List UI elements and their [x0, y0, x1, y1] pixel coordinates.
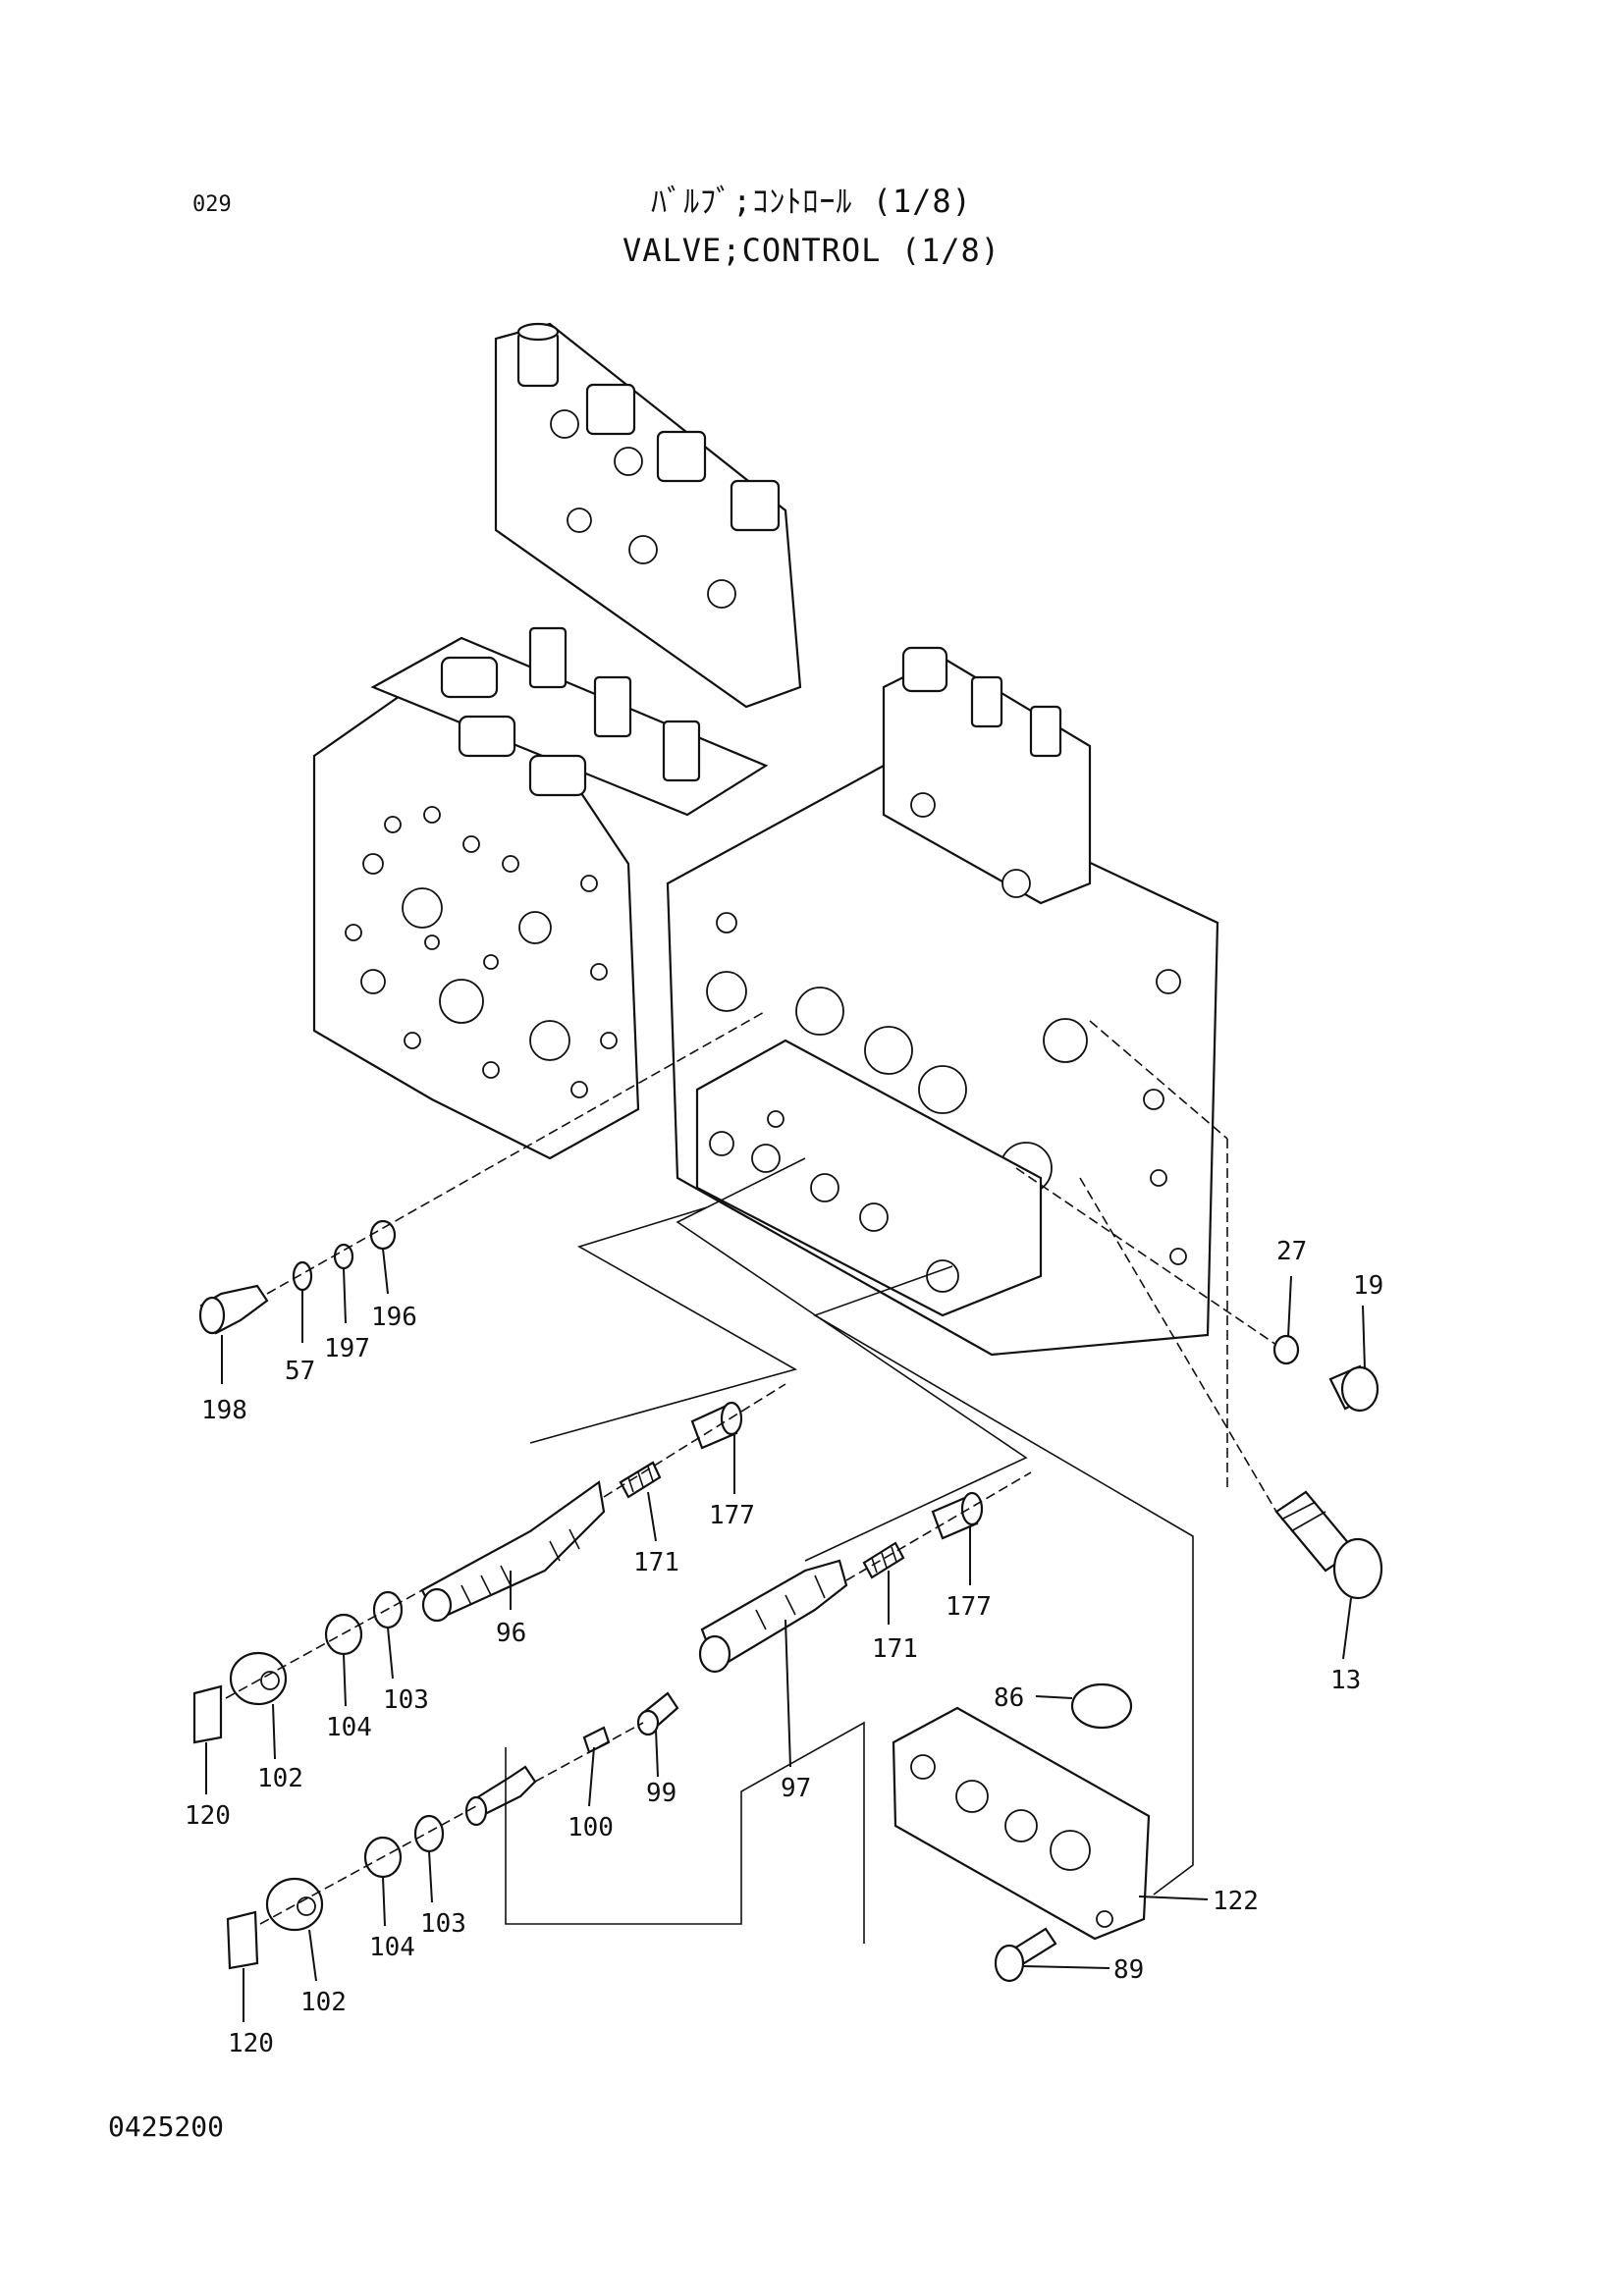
callout-99: 99	[646, 1779, 676, 1808]
title-english: VALVE;CONTROL (1/8)	[622, 232, 1001, 269]
part-171-spring-lower	[862, 1541, 905, 1579]
callout-171-lower: 171	[872, 1634, 918, 1664]
part-177-cap-lower	[931, 1491, 984, 1540]
callout-177-lower: 177	[946, 1592, 992, 1622]
part-96-spool	[420, 1480, 606, 1623]
callout-177-upper: 177	[709, 1501, 755, 1530]
callout-120-lower: 120	[228, 2029, 274, 2058]
callout-103-upper: 103	[383, 1685, 429, 1715]
part-120-seal-lower	[226, 1910, 259, 1970]
callout-102-lower: 102	[300, 1988, 347, 2017]
part-103-o-ring-lower	[413, 1814, 445, 1853]
callout-196: 196	[371, 1303, 417, 1332]
callout-122: 122	[1213, 1887, 1259, 1916]
title-japanese: ﾊﾞﾙﾌﾞ;ｺﾝﾄﾛｰﾙ (1/8)	[651, 183, 972, 220]
callout-104-upper: 104	[326, 1713, 372, 1742]
part-valve-stem	[464, 1765, 537, 1827]
part-196-sleeve	[369, 1219, 397, 1251]
part-27-o-ring	[1272, 1334, 1300, 1365]
part-102-cap-lower	[265, 1877, 324, 1932]
callout-197: 197	[324, 1334, 370, 1363]
callout-labels: 198 57 197 196 27 19 13 177 171 96 177 1…	[185, 1237, 1383, 2058]
page-number: 029	[192, 192, 232, 217]
callout-57: 57	[285, 1357, 315, 1386]
part-97-spool	[698, 1559, 848, 1674]
leader-lines	[205, 1248, 1366, 2022]
control-valve-body	[312, 322, 1219, 1357]
part-57-o-ring	[292, 1260, 313, 1292]
callout-19: 19	[1353, 1271, 1383, 1301]
part-89-bolt	[994, 1927, 1057, 1983]
callout-171-upper: 171	[633, 1548, 679, 1577]
callout-100: 100	[568, 1813, 614, 1842]
drawing-code: 0425200	[108, 2110, 225, 2143]
part-197-ring	[333, 1243, 354, 1270]
part-99-piston	[636, 1691, 679, 1736]
callout-86: 86	[994, 1683, 1024, 1713]
callout-102-upper: 102	[257, 1764, 303, 1793]
callout-198: 198	[201, 1396, 247, 1425]
part-100-spring-small	[582, 1726, 611, 1754]
part-122-cover	[892, 1706, 1151, 1941]
callout-120-upper: 120	[185, 1801, 231, 1831]
callout-97: 97	[781, 1774, 811, 1803]
part-102-cap-upper	[229, 1651, 288, 1706]
callout-27: 27	[1276, 1237, 1307, 1266]
callout-96: 96	[496, 1619, 526, 1648]
callout-89: 89	[1113, 1955, 1144, 1985]
callout-103-lower: 103	[420, 1909, 466, 1939]
part-120-seal-upper	[192, 1684, 223, 1744]
part-104-ring-upper	[324, 1613, 363, 1656]
callout-13: 13	[1330, 1666, 1361, 1695]
part-13-bolt	[1274, 1490, 1383, 1600]
part-86-o-ring	[1070, 1682, 1133, 1730]
part-171-spring-upper	[619, 1461, 662, 1499]
callout-104-lower: 104	[369, 1933, 415, 1962]
part-198-plug	[198, 1284, 269, 1335]
part-19-plug	[1328, 1364, 1380, 1413]
